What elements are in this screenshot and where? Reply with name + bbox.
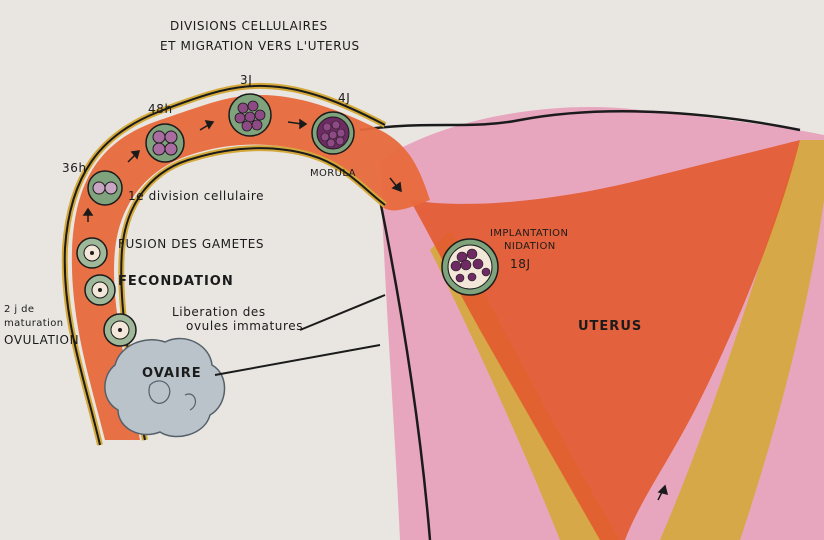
cell-3j [228,93,272,137]
title-line-2: ET MIGRATION VERS L'UTERUS [160,39,360,53]
label-3j: 3J [240,73,252,87]
label-ovulation: OVULATION [4,333,79,347]
label-nidation: NIDATION [504,241,556,252]
label-fusion: FUSION DES GAMETES [118,237,264,251]
label-implantation: IMPLANTATION [490,228,568,239]
label-maturation-2: maturation [4,318,64,329]
label-maturation-1: 2 j de [4,304,34,315]
migration-arrows [82,118,669,501]
cell-ovulation [103,313,137,347]
label-18j: 18J [510,257,531,271]
liberation-pointer [299,294,386,331]
uterus-outline-lower [378,199,432,540]
label-uterus: UTERUS [578,319,642,334]
label-liberation-2: ovules immatures [186,319,303,333]
label-ovaire: OVAIRE [142,366,202,381]
fallopian-tube [71,95,430,440]
cell-18j-blastocyst [441,238,499,296]
label-48h: 48h [148,102,173,116]
uterine-cavity [410,140,800,540]
label-4j: 4J [338,91,350,105]
muscle-band-right [660,140,824,540]
label-36h: 36h [62,161,87,175]
cell-fecondation [84,274,116,306]
tube-outline-outer-ink [63,84,386,446]
ovary-swirl [148,380,171,404]
label-morula: MORULA [310,168,356,179]
uterus-outline [359,110,801,132]
cell-48h [145,123,185,163]
ovary [104,337,226,438]
cell-36h [87,170,123,206]
cell-4j-morula [311,111,355,155]
ovary-swirl-2 [184,393,197,411]
ovary-pointer [214,344,381,376]
label-first-division: 1e division cellulaire [128,189,264,203]
cell-fusion [76,237,108,269]
label-fecondation: FECONDATION [118,274,234,289]
title-line-1: DIVISIONS CELLULAIRES [170,19,328,33]
label-liberation-1: Liberation des [172,305,266,319]
